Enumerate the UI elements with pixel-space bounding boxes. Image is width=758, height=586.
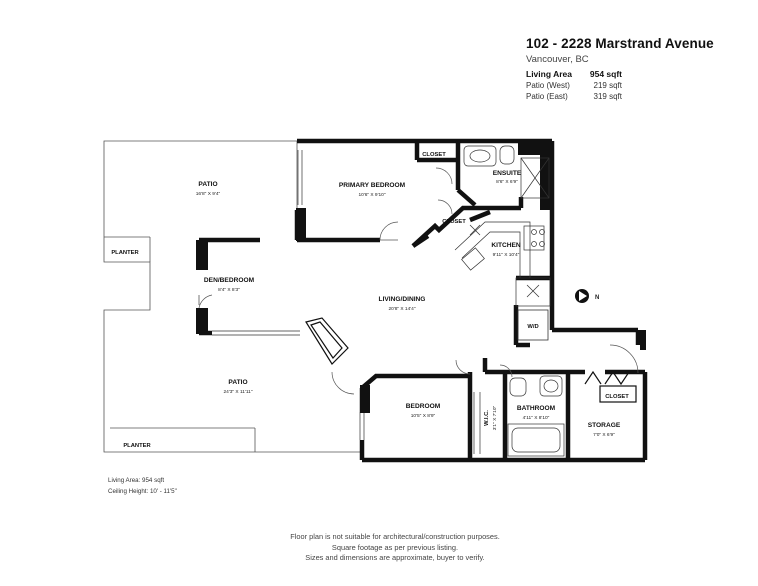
- patio-north-dims: 16'8" X 9'4": [196, 191, 221, 197]
- kitchen-dims: 9'11" X 10'4": [493, 252, 520, 258]
- area-row-patio-east: Patio (East) 319 sqft: [526, 91, 622, 102]
- primary-bedroom-label: PRIMARY BEDROOM: [339, 182, 406, 189]
- patio-south-dims: 24'3" X 11'11": [223, 389, 252, 395]
- compass-icon: [575, 289, 589, 303]
- wic-dims: 3'1" X 7'10": [492, 405, 498, 430]
- area-label: Patio (West): [526, 81, 570, 90]
- area-value: 319 sqft: [593, 92, 622, 101]
- windows: [212, 150, 365, 440]
- listing-header: 102 - 2228 Marstrand Avenue Vancouver, B…: [526, 36, 746, 102]
- den-bedroom-label: DEN/BEDROOM: [204, 277, 255, 284]
- washer-dryer: [517, 309, 549, 341]
- living-dining-label: LIVING/DINING: [379, 296, 426, 303]
- compass-label: N: [595, 295, 599, 301]
- door-swings: [198, 167, 639, 395]
- patio-north-label: PATIO: [198, 181, 217, 188]
- area-row-patio-west: Patio (West) 219 sqft: [526, 80, 622, 91]
- bay-window: [305, 317, 349, 365]
- area-label: Patio (East): [526, 92, 568, 101]
- area-summary: Living Area 954 sqft Patio (West) 219 sq…: [526, 69, 746, 102]
- closet-hall-label: CLOSET: [442, 219, 466, 225]
- bedroom-dims: 10'5" X 8'9": [411, 413, 436, 419]
- patio-south-label: PATIO: [228, 379, 247, 386]
- kitchen-label: KITCHEN: [491, 242, 521, 249]
- disclaimer-line-3: Sizes and dimensions are approximate, bu…: [305, 553, 485, 562]
- living-dining-dims: 20'8" X 14'4": [388, 306, 415, 312]
- ceiling-height-note: Ceiling Height: 10' - 11'5": [108, 488, 177, 495]
- den-bedroom-dims: 8'4" X 8'3": [218, 287, 240, 293]
- primary-bedroom-dims: 10'6" X 9'10": [358, 192, 385, 198]
- kitchen-fixtures: [454, 221, 551, 307]
- patio-outlines: [103, 140, 360, 453]
- wd-label: W/D: [527, 324, 538, 330]
- planter-top-label: PLANTER: [111, 250, 139, 256]
- area-value: 954 sqft: [589, 69, 622, 79]
- bathroom-dims: 4'11" X 8'10": [523, 415, 550, 421]
- disclaimer: Floor plan is not suitable for architect…: [0, 532, 758, 564]
- property-city: Vancouver, BC: [526, 54, 589, 65]
- plan-notes: Living Area: 954 sqft Ceiling Height: 10…: [108, 475, 177, 497]
- area-value: 219 sqft: [593, 81, 622, 90]
- wic-text-group: W.I.C. 3'1" X 7'10": [484, 405, 498, 430]
- bedroom-label: BEDROOM: [406, 403, 441, 410]
- closet-storage-label: CLOSET: [605, 394, 629, 400]
- bathroom-label: BATHROOM: [517, 405, 556, 412]
- ensuite-fixtures: [463, 145, 550, 199]
- ensuite-dims: 8'6" X 6'9": [496, 179, 518, 185]
- wic-label: W.I.C.: [484, 410, 490, 426]
- property-address: 102 - 2228 Marstrand Avenue: [526, 36, 714, 51]
- storage-label: STORAGE: [588, 422, 621, 429]
- area-label: Living Area: [526, 69, 572, 79]
- storage-closet: [584, 370, 637, 403]
- ensuite-label: ENSUITE: [493, 170, 522, 177]
- disclaimer-line-1: Floor plan is not suitable for architect…: [290, 532, 500, 541]
- bathroom-fixtures: [473, 375, 565, 457]
- storage-dims: 7'0" X 6'9": [593, 432, 615, 438]
- disclaimer-line-2: Square footage as per previous listing.: [331, 542, 459, 552]
- closet-primary-label: CLOSET: [422, 152, 446, 158]
- area-row-living: Living Area 954 sqft: [526, 69, 622, 80]
- living-area-note: Living Area: 954 sqft: [108, 477, 165, 484]
- planter-bottom-label: PLANTER: [123, 443, 151, 449]
